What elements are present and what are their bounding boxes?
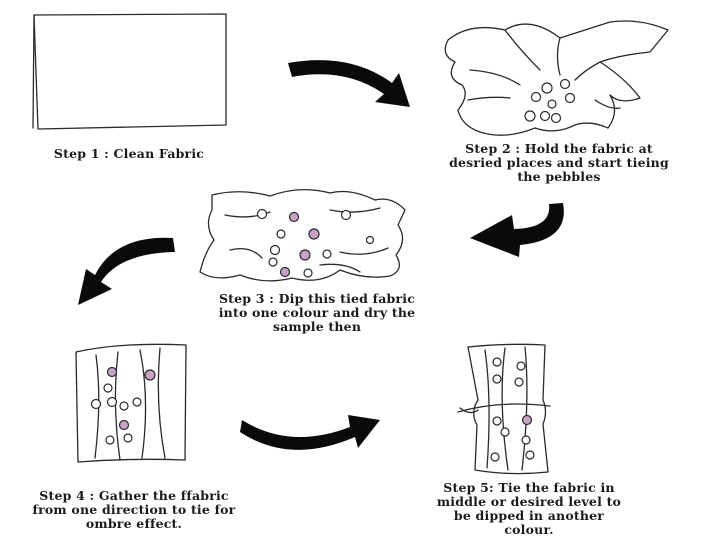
step2-line-3: the pebbles bbox=[418, 170, 700, 184]
step5-line-3: be dipped in another bbox=[398, 509, 660, 523]
step4-label: Step 4 : Gather the ffabric from one dir… bbox=[2, 489, 266, 531]
step5-line-4: colour. bbox=[398, 523, 660, 537]
step3-line-2: into one colour and dry the bbox=[172, 306, 462, 320]
step1-fabric-sketch bbox=[33, 14, 226, 129]
step4-line-2: from one direction to tie for bbox=[2, 503, 266, 517]
step2-line-2: desried places and start tieing bbox=[418, 156, 700, 170]
arrow-step2-to-step3 bbox=[470, 203, 564, 257]
step4-line-1: Step 4 : Gather the ffabric bbox=[2, 489, 266, 503]
step4-fabric-sketch bbox=[76, 344, 186, 462]
step4-line-3: ombre effect. bbox=[2, 517, 266, 531]
step1-label: Step 1 : Clean Fabric bbox=[14, 147, 244, 161]
step5-line-2: middle or desired level to bbox=[398, 495, 660, 509]
step3-fabric-sketch bbox=[200, 190, 405, 281]
step3-line-3: sample then bbox=[172, 320, 462, 334]
step1-line-1: Step 1 : Clean Fabric bbox=[14, 147, 244, 161]
step5-label: Step 5: Tie the fabric in middle or desi… bbox=[398, 481, 660, 537]
arrow-step3-to-step4 bbox=[78, 238, 175, 305]
arrow-step4-to-step5 bbox=[240, 415, 380, 450]
step2-label: Step 2 : Hold the fabric at desried plac… bbox=[418, 142, 700, 184]
step2-fabric-sketch bbox=[445, 21, 668, 135]
step5-line-1: Step 5: Tie the fabric in bbox=[398, 481, 660, 495]
step2-line-1: Step 2 : Hold the fabric at bbox=[418, 142, 700, 156]
step5-fabric-sketch bbox=[458, 344, 550, 473]
step3-label: Step 3 : Dip this tied fabric into one c… bbox=[172, 292, 462, 334]
step3-line-1: Step 3 : Dip this tied fabric bbox=[172, 292, 462, 306]
arrow-step1-to-step2 bbox=[288, 60, 410, 107]
